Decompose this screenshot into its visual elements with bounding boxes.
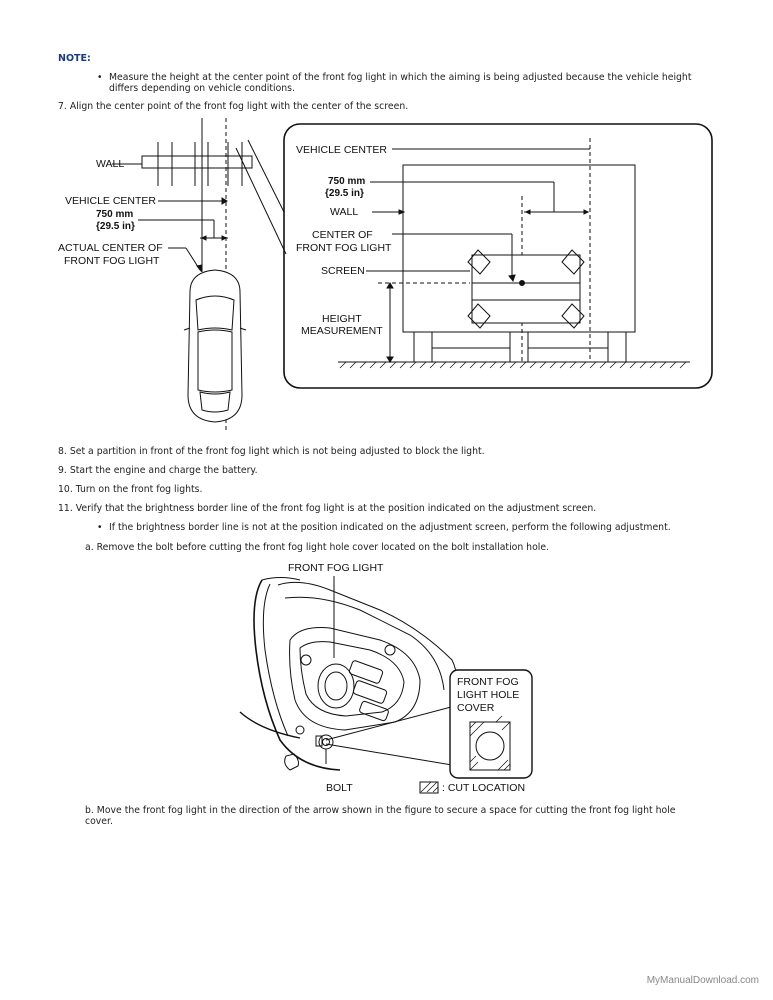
detail-label-vehicle-center: VEHICLE CENTER [296, 144, 387, 156]
label-cut-location: : CUT LOCATION [442, 782, 525, 794]
detail-label-distance-in: {29.5 in} [325, 188, 364, 199]
label-bolt: BOLT [326, 782, 353, 794]
fog-light-diagram: FRONT FOG LIGHT FRONT FOG LIGHT HOLE COV… [239, 562, 533, 794]
label-wall: WALL [96, 158, 124, 170]
detail-label-height-2: MEASUREMENT [301, 325, 383, 337]
step-b-line-2: cover. [85, 816, 113, 827]
label-hole-cover-2: LIGHT HOLE [457, 689, 519, 701]
footer-watermark: MyManualDownload.com [646, 975, 759, 986]
detail-label-height-1: HEIGHT [322, 313, 362, 325]
wall-top-view [141, 155, 253, 169]
note-bullet: • Measure the height at the center point… [97, 72, 692, 83]
step-10: 10. Turn on the front fog lights. [58, 484, 203, 495]
aiming-diagram: WALL VEHICLE CENTER 750 mm {29.5 in} ACT… [58, 118, 713, 430]
step-11: 11. Verify that the brightness border li… [58, 503, 597, 514]
detail-label-distance-mm: 750 mm [328, 176, 365, 187]
bolt [318, 734, 334, 750]
detail-label-center-of-1: CENTER OF [312, 229, 373, 241]
note-bullet-line-2: differs depending on vehicle conditions. [109, 83, 295, 94]
label-actual-center-2: FRONT FOG LIGHT [64, 255, 160, 267]
note-bullet-line-1: Measure the height at the center point o… [109, 72, 692, 83]
label-vehicle-center: VEHICLE CENTER [65, 195, 156, 207]
step-9: 9. Start the engine and charge the batte… [58, 465, 258, 476]
bullet-dot: • [97, 522, 103, 533]
step-7: 7. Align the center point of the front f… [58, 101, 409, 112]
detail-label-center-of-2: FRONT FOG LIGHT [296, 242, 392, 254]
note-label: NOTE: [58, 53, 91, 64]
step-11-bullet: • If the brightness border line is not a… [97, 522, 671, 533]
detail-label-wall: WALL [330, 206, 358, 218]
step-8: 8. Set a partition in front of the front… [58, 446, 485, 457]
step-a: a. Remove the bolt before cutting the fr… [85, 542, 550, 553]
label-front-fog-light: FRONT FOG LIGHT [288, 562, 384, 574]
label-actual-center-1: ACTUAL CENTER OF [58, 242, 163, 254]
adjustment-screen [471, 254, 581, 324]
car-top-view [187, 269, 243, 423]
fog-light-housing [289, 627, 421, 731]
label-hole-cover-1: FRONT FOG [457, 676, 519, 688]
detail-box [283, 123, 713, 389]
bullet-dot: • [97, 72, 103, 83]
label-hole-cover-3: COVER [457, 702, 495, 714]
label-distance-in: {29.5 in} [96, 221, 135, 232]
label-distance-mm: 750 mm [96, 209, 133, 220]
step-11-bullet-text: If the brightness border line is not at … [109, 522, 671, 533]
step-b-line-1: b. Move the front fog light in the direc… [85, 805, 676, 816]
detail-label-screen: SCREEN [321, 265, 365, 277]
bumper-outline [253, 579, 341, 771]
